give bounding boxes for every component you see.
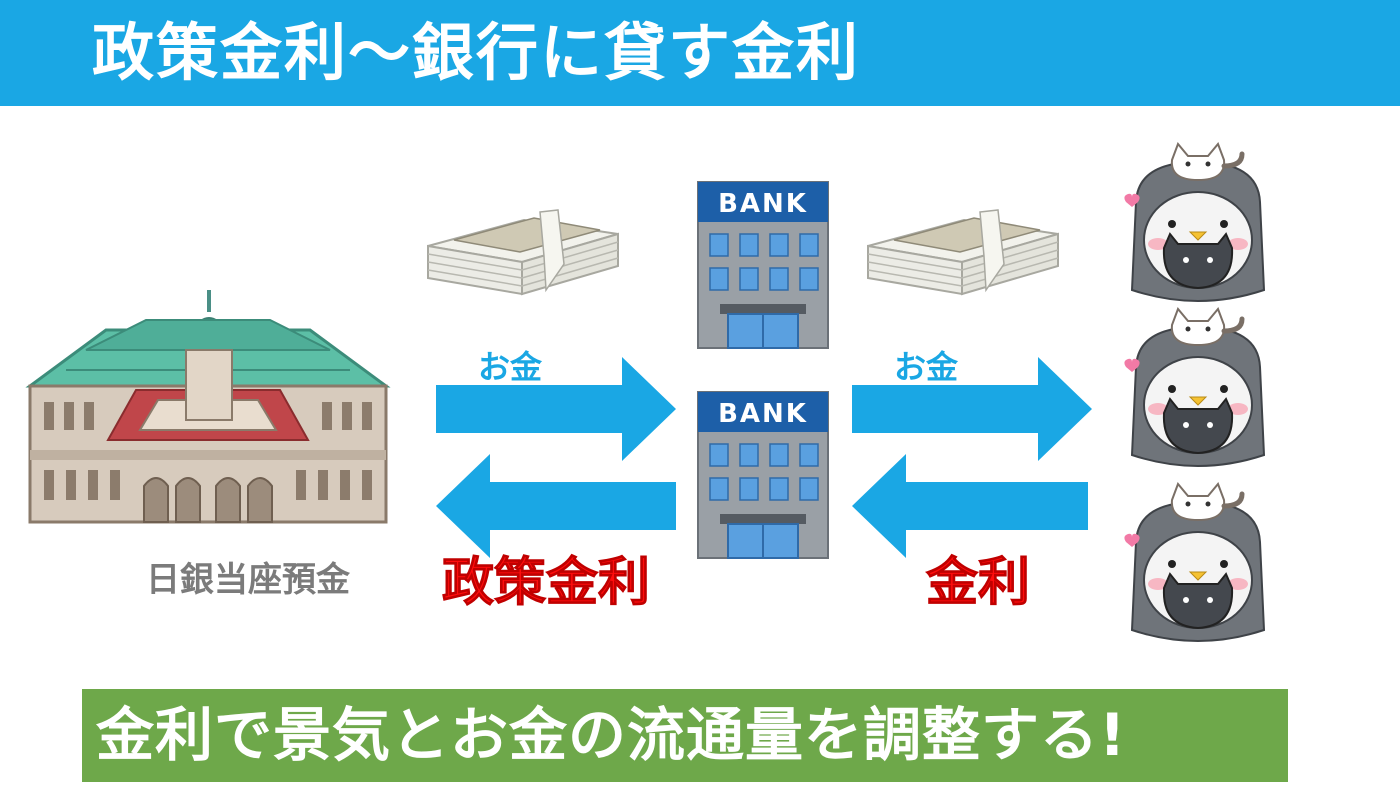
summary-banner: 金利で景気とお金の流通量を調整する!	[82, 689, 1288, 782]
bank-building-icon: BANK	[697, 391, 829, 559]
arrow-left-icon	[852, 454, 1088, 558]
bank-building-icon: BANK	[697, 181, 829, 349]
arrow-right-icon	[436, 357, 676, 461]
boj-deposit-label: 日銀当座預金	[146, 560, 350, 600]
penguin-with-cats-icon	[1124, 307, 1266, 467]
penguin-with-cats-icon	[1124, 142, 1266, 302]
bank-sign: BANK	[718, 189, 808, 219]
page-title: 政策金利〜銀行に貸す金利	[92, 16, 861, 89]
rate-label: 金利	[925, 553, 1031, 614]
title-bar: 政策金利〜銀行に貸す金利	[0, 0, 1400, 106]
money-label-right: お金	[894, 348, 959, 386]
arrow-left-icon	[436, 454, 676, 558]
bank-of-japan-building-icon	[25, 290, 391, 524]
penguin-with-cats-icon	[1124, 482, 1266, 642]
summary-text: 金利で景気とお金の流通量を調整する!	[96, 701, 1127, 769]
arrow-right-icon	[852, 357, 1092, 461]
policy-rate-label: 政策金利	[441, 553, 651, 614]
money-stack-icon	[867, 209, 1059, 296]
money-stack-icon	[427, 209, 619, 296]
money-label-left: お金	[478, 348, 543, 386]
bank-sign: BANK	[718, 399, 808, 429]
